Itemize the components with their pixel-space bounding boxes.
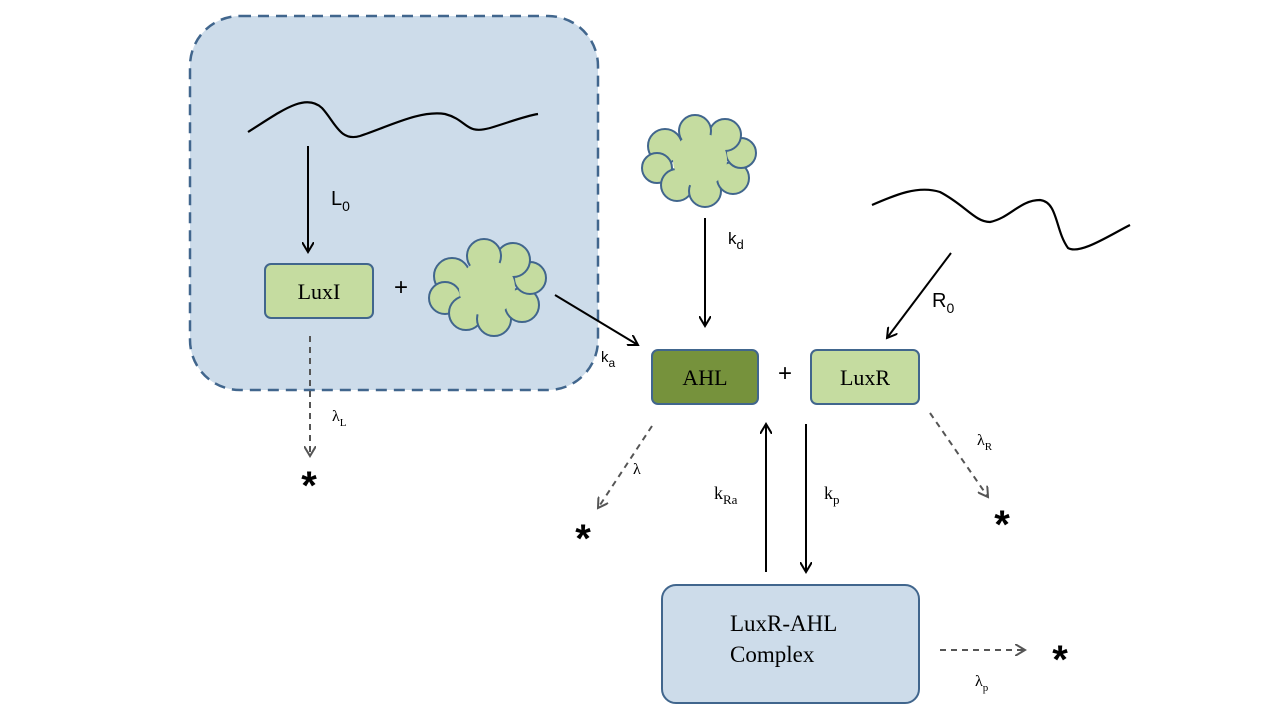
rate-label-lambda-r: λR [977, 432, 993, 453]
rate-label-lambda: λ [633, 461, 641, 478]
rate-label-lambda-p: λp [975, 673, 989, 694]
luxr-label: LuxR [840, 365, 890, 390]
luxi-box [264, 263, 374, 319]
cell-boundary [188, 14, 600, 392]
rate-label-r0: R0 [932, 290, 954, 316]
arrow-luxr-degradation [929, 412, 988, 497]
sink-complex: * [1052, 638, 1068, 682]
complex-label-line2: Complex [730, 642, 815, 667]
luxi-gene-strand [247, 101, 539, 139]
rate-label-kra: kRa [714, 483, 738, 507]
rate-label-lambda-l: λL [332, 408, 347, 429]
sink-luxr: * [994, 503, 1010, 547]
arrow-luxr-production [887, 252, 952, 338]
arrow-ahl-degradation [598, 425, 653, 508]
luxi-label: LuxI [298, 279, 341, 304]
plus-luxi-ahl: + [394, 274, 408, 301]
rate-label-kd: kd [728, 229, 744, 252]
rate-label-l0: L0 [331, 188, 350, 214]
complex-label-line1: LuxR-AHL [730, 611, 837, 636]
rate-label-kp: kp [824, 483, 840, 507]
sink-ahl: * [575, 517, 591, 561]
luxr-box [810, 349, 920, 405]
luxr-gene-strand [871, 188, 1131, 251]
sink-luxi: * [301, 464, 317, 508]
ahl-box [651, 349, 759, 405]
rate-label-ka: ka [601, 349, 616, 370]
ahl-label: AHL [682, 365, 727, 390]
plus-ahl-luxr: + [778, 360, 792, 387]
complex-box [661, 584, 920, 704]
ahl-molecule-cloud-cell [428, 238, 547, 337]
arrow-ahl-synthesis [554, 294, 638, 345]
ahl-molecule-cloud-external [641, 114, 757, 208]
